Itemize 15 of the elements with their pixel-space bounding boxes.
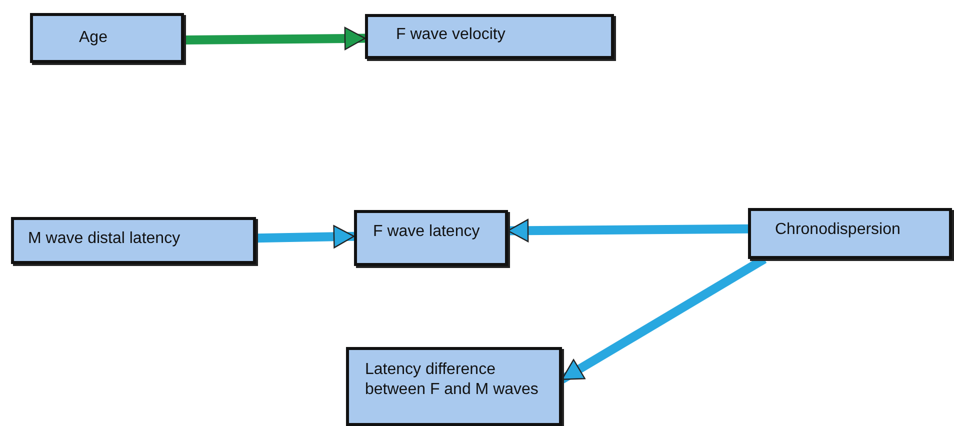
box-label: F wave velocity (396, 25, 506, 45)
box-label: Latency difference between F and M waves (365, 360, 540, 400)
process-box (748, 208, 952, 259)
box-label: M wave distal latency (28, 229, 182, 249)
process-box (11, 217, 256, 264)
box-label: Age (79, 28, 108, 48)
box-label: Chronodispersion (775, 220, 902, 240)
process-box (30, 13, 184, 63)
process-box (354, 210, 508, 266)
block-arrow (256, 225, 355, 248)
box-label: F wave latency (373, 222, 481, 242)
process-box (365, 14, 614, 59)
process-box (346, 347, 562, 426)
block-arrow (507, 218, 748, 242)
block-arrow (184, 26, 366, 50)
